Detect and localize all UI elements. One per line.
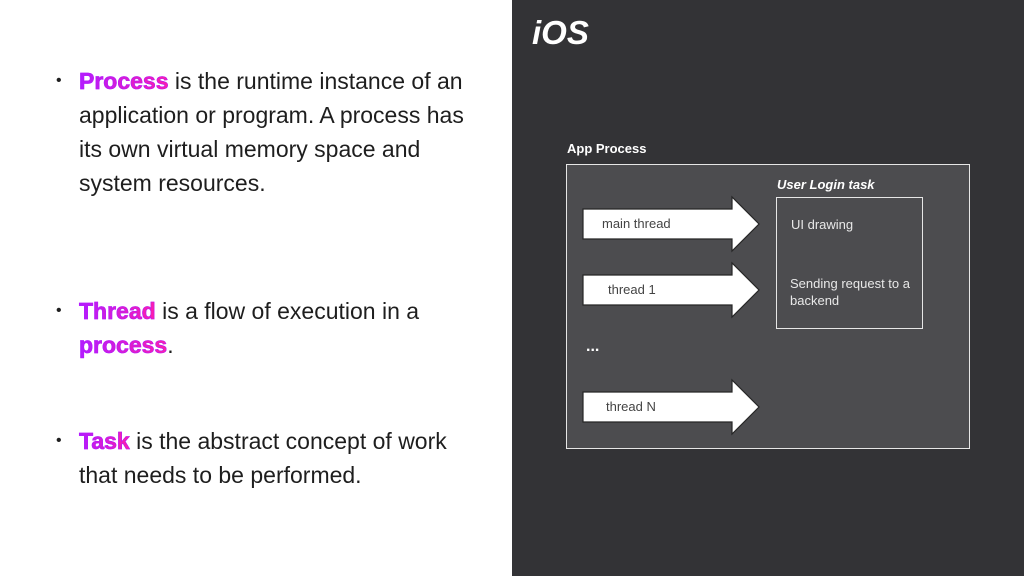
bullet-dot: • [56, 302, 62, 319]
definition-thread: is a flow of execution in a [155, 298, 420, 324]
term-process-inline: process [79, 332, 168, 359]
task-box [776, 197, 923, 329]
definition-thread-tail: . [167, 332, 174, 358]
bullet-panel: • Process is the runtime instance of an … [56, 67, 464, 488]
process-label: App Process [567, 141, 647, 156]
bullet-dot: • [56, 432, 62, 449]
more-threads-ellipsis: ... [586, 338, 600, 355]
bullet-dot: • [56, 72, 62, 89]
arrow-main-thread [582, 195, 760, 253]
task-label: User Login task [777, 177, 875, 192]
arrow-thread-1 [582, 261, 760, 319]
platform-title: iOS [532, 14, 589, 51]
definition-process: is the runtime instance of an applicatio… [79, 68, 464, 196]
arrow-thread-n [582, 378, 760, 436]
definition-task: is the abstract concept of work that nee… [79, 428, 447, 488]
task-item-sending-request: Sending request to a backend [790, 276, 910, 308]
term-process: Process [79, 68, 169, 95]
thread-label-n: thread N [606, 399, 656, 414]
term-task: Task [79, 428, 130, 455]
thread-label-main: main thread [602, 216, 671, 231]
term-thread: Thread [79, 298, 156, 325]
task-item-ui-drawing: UI drawing [791, 217, 854, 232]
thread-label-1: thread 1 [608, 282, 656, 297]
